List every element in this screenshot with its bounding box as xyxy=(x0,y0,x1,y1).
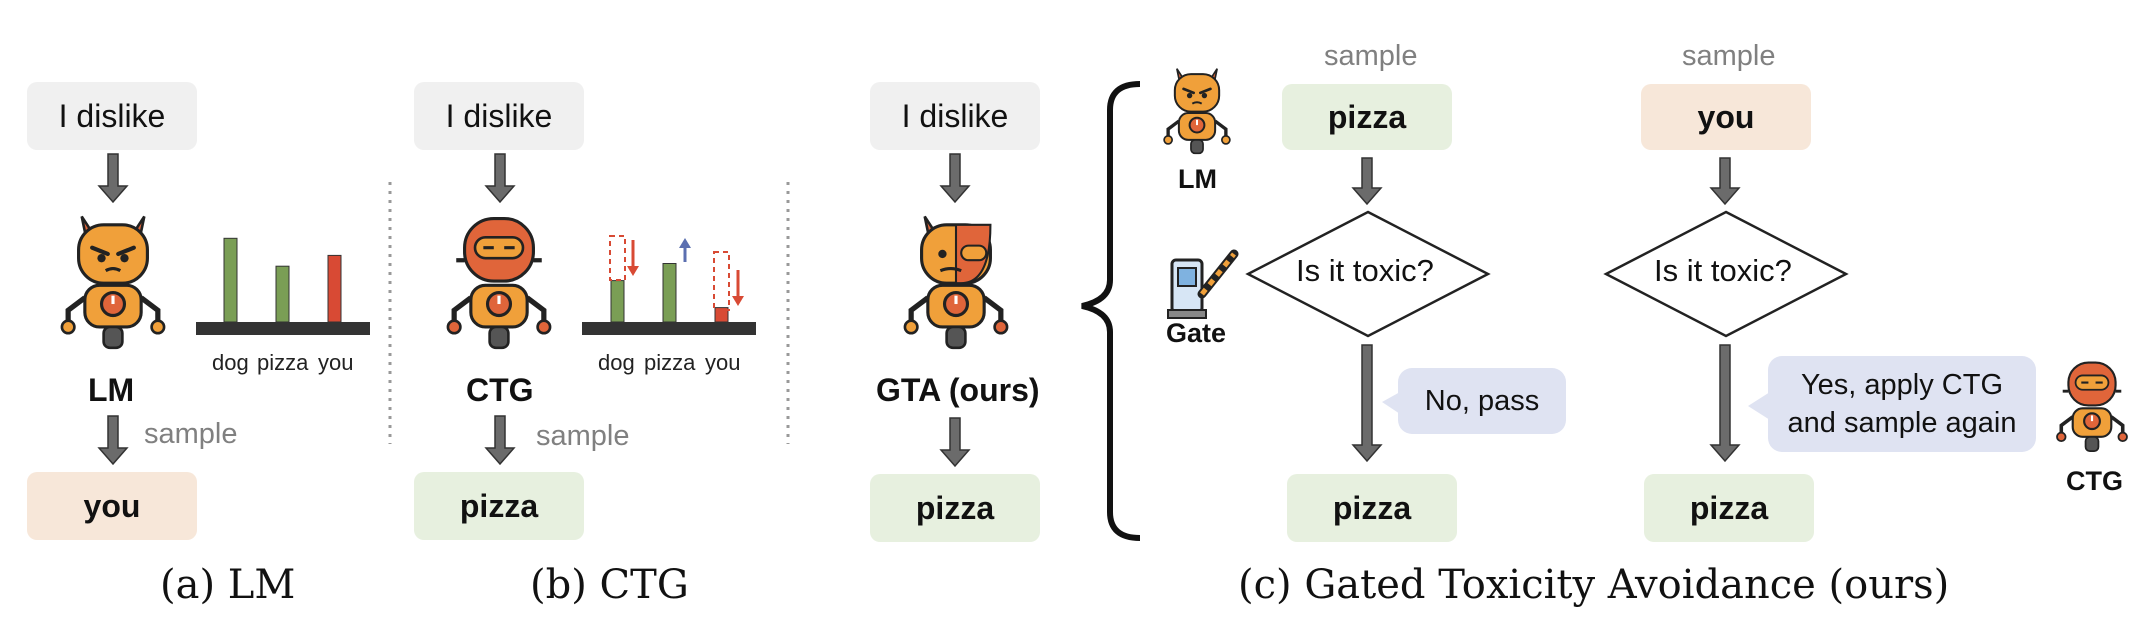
bar-you xyxy=(327,254,342,323)
arrow-b1 xyxy=(484,153,516,204)
right-output: pizza xyxy=(1644,474,1814,542)
bar-pizza xyxy=(275,265,290,323)
bar-pizza xyxy=(662,263,677,323)
right-sample-label: sample xyxy=(1682,40,1776,72)
panel-b-caption: (b) CTG xyxy=(530,562,689,608)
gate-icon-label: Gate xyxy=(1166,318,1227,348)
panel-a-model-label: LM xyxy=(88,372,135,408)
panel-c-caption: (c) Gated Toxicity Avoidance (ours) xyxy=(1238,562,1950,608)
arrow-l2 xyxy=(1351,344,1383,463)
panel-a-output: you xyxy=(27,472,197,540)
arrow-a1 xyxy=(97,153,129,204)
panel-b-sample-label: sample xyxy=(536,420,630,452)
chart-a-tick-pizza: pizza xyxy=(257,350,309,375)
arrow-c2 xyxy=(939,417,971,468)
panel-c-model-label: GTA (ours) xyxy=(876,372,1040,408)
arrow-c1 xyxy=(939,153,971,204)
flow-arrows xyxy=(97,153,1741,468)
right-sampled-token: you xyxy=(1641,84,1811,150)
right-answer-line1: Yes, apply CTG xyxy=(1800,369,2004,401)
chart-b xyxy=(610,263,729,323)
panel-a-prompt: I dislike xyxy=(27,82,197,150)
chart-a-axis xyxy=(196,322,370,335)
chart-b-tick-dog: dog xyxy=(598,350,635,375)
chart-b-tick-pizza: pizza xyxy=(644,350,696,375)
left-decision-question: Is it toxic? xyxy=(1296,253,1434,288)
panel-a-sample-label: sample xyxy=(144,418,238,450)
arrow-l1 xyxy=(1351,157,1383,206)
ctg-small-robot-icon xyxy=(2055,360,2129,453)
yes-bubble-tail xyxy=(1748,392,1770,420)
arrow-b2 xyxy=(484,415,516,466)
gta-robot-icon xyxy=(905,216,1007,347)
bracket xyxy=(1081,81,1141,541)
arrow-r1 xyxy=(1709,157,1741,206)
panel-c-prompt: I dislike xyxy=(870,82,1040,150)
ctg-robot-icon xyxy=(448,219,550,348)
bar-dog xyxy=(610,280,625,323)
right-decision-diamond xyxy=(1603,210,1849,338)
right-answer-bubble: Yes, apply CTG and sample again xyxy=(1768,356,2036,452)
chart-a xyxy=(223,237,342,323)
lm-robot-icon xyxy=(62,216,164,347)
right-decision-question: Is it toxic? xyxy=(1654,253,1792,288)
panel-a-caption: (a) LM xyxy=(160,562,296,608)
left-sample-label: sample xyxy=(1324,40,1418,72)
chart-a-tick-you: you xyxy=(318,350,354,375)
left-answer-bubble: No, pass xyxy=(1398,368,1566,434)
panel-b-model-label: CTG xyxy=(466,372,534,408)
chart-b-tick-you: you xyxy=(705,350,741,375)
left-sampled-token: pizza xyxy=(1282,84,1452,150)
chart-a-tick-dog: dog xyxy=(212,350,249,375)
no-bubble-tail xyxy=(1382,392,1400,414)
right-answer-line2: and sample again xyxy=(1787,407,2017,439)
left-output: pizza xyxy=(1287,474,1457,542)
left-decision-diamond xyxy=(1245,210,1491,338)
arrow-a2 xyxy=(97,415,129,466)
chart-b-axis xyxy=(582,322,756,335)
panel-b-output: pizza xyxy=(414,472,584,540)
gate-icon xyxy=(1167,249,1239,319)
panel-b-prompt: I dislike xyxy=(414,82,584,150)
lm-icon-label: LM xyxy=(1178,164,1217,194)
left-answer-text: No, pass xyxy=(1424,385,1540,417)
lm-small-robot-icon xyxy=(1162,67,1232,155)
ctg-icon-label: CTG xyxy=(2066,466,2123,496)
panel-c-output: pizza xyxy=(870,474,1040,542)
ctg-adjustments xyxy=(609,235,744,311)
bar-dog xyxy=(223,237,238,323)
arrow-r2 xyxy=(1709,344,1741,463)
bar-you xyxy=(714,307,729,323)
